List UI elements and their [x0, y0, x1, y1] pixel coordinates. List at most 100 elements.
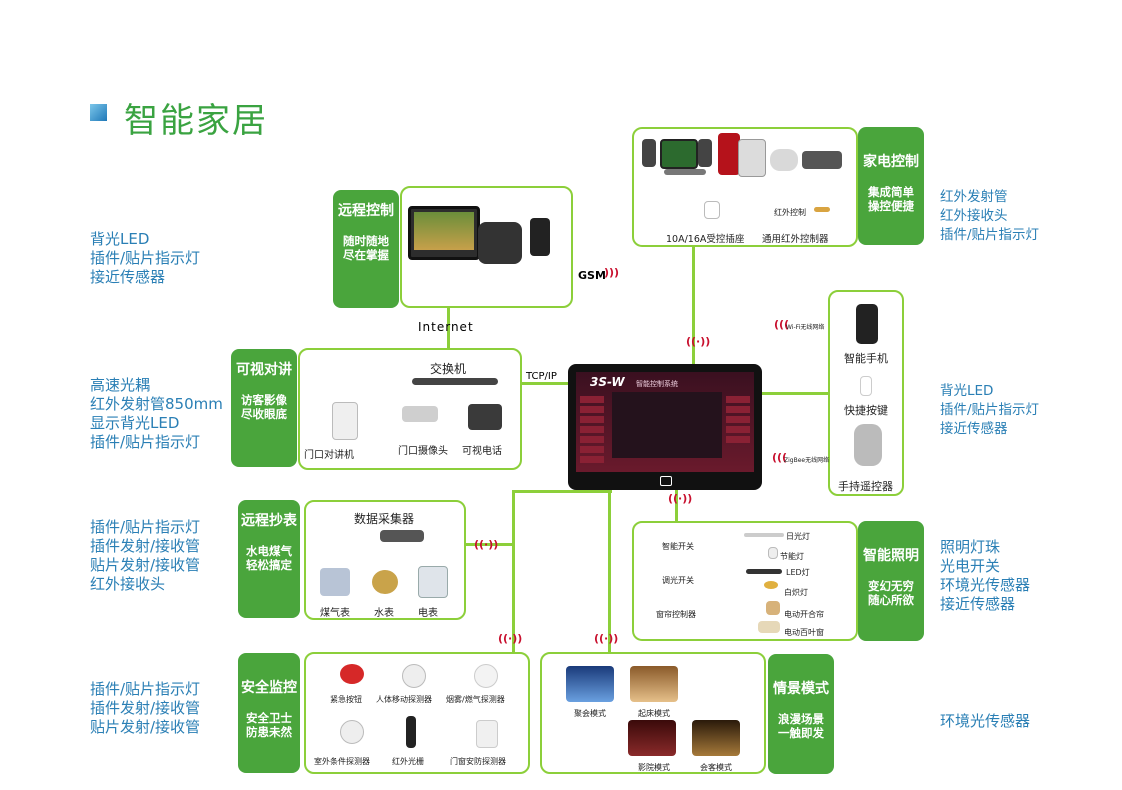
- door-window-sensor-icon: [476, 720, 498, 748]
- outdoor-detector-icon: [340, 720, 364, 744]
- home-button[interactable]: [660, 476, 672, 486]
- collector-label: 数据采集器: [354, 512, 415, 526]
- scene-item-label: 起床模式: [638, 709, 670, 718]
- party-mode-image: [566, 666, 614, 702]
- security-item-label: 人体移动探测器: [376, 695, 432, 704]
- electric-meter-icon: [418, 566, 448, 598]
- lamp-label: 白炽灯: [784, 588, 808, 597]
- security-item-label: 紧急按钮: [330, 695, 362, 704]
- cfl-lamp-icon: [768, 547, 778, 559]
- intercom-box: 交换机 门口对讲机 门口摄像头 可视电话: [298, 348, 522, 470]
- speaker-icon: [642, 139, 656, 167]
- ir-ctrl-label: 红外控制: [774, 208, 806, 217]
- gas-meter-label: 煤气表: [320, 608, 350, 619]
- connector-line: [520, 382, 570, 385]
- video-phone-label: 可视电话: [462, 446, 502, 457]
- left-note-3: 插件/贴片指示灯插件发射/接收管贴片发射/接收管红外接收头: [90, 518, 201, 593]
- ir-controller-icon: [814, 207, 830, 212]
- wireless-signal-icon: ((·)): [474, 538, 499, 551]
- gsm-signal-icon: ))): [604, 266, 620, 279]
- control-panel-screen[interactable]: 3S-W 智能控制系统: [568, 364, 762, 490]
- wireless-signal-icon: ((·)): [498, 632, 523, 645]
- remote-control-title: 远程控制: [338, 203, 394, 219]
- remote-control-tab: 远程控制 随时随地尽在掌握: [333, 190, 399, 308]
- scene-title: 情景模式: [773, 681, 829, 697]
- security-item-label: 红外光栅: [392, 757, 424, 766]
- wifi-label: Wi-Fi无线网络: [786, 324, 825, 331]
- cooker-icon: [770, 149, 798, 171]
- intercom-tab: 可视对讲 访客影像尽收眼底: [231, 349, 297, 467]
- tcpip-label: TCP/IP: [526, 371, 557, 382]
- quick-key-icon: [860, 376, 872, 396]
- fridge-icon: [718, 133, 740, 175]
- motion-detector-icon: [402, 664, 426, 688]
- blinds-label: 电动百叶窗: [784, 628, 824, 637]
- socket-label: 10A/16A受控插座: [666, 234, 745, 245]
- security-title: 安全监控: [241, 680, 297, 696]
- lamp-label: LED灯: [786, 568, 810, 577]
- door-camera-label: 门口摄像头: [398, 446, 448, 457]
- guest-mode-image: [692, 720, 740, 756]
- handheld-remote-label: 手持遥控器: [838, 480, 893, 493]
- smartphone-icon: [856, 304, 878, 344]
- lamp-label: 节能灯: [780, 552, 804, 561]
- socket-icon: [704, 201, 720, 219]
- appliance-slogan: 集成简单操控便捷: [868, 185, 914, 213]
- curtain-label: 电动开合帘: [784, 610, 824, 619]
- led-lamp-icon: [746, 569, 782, 574]
- right-note-1: 红外发射管红外接收头插件/贴片指示灯: [940, 189, 1040, 243]
- security-item-label: 室外条件探测器: [314, 757, 370, 766]
- wifi-signal-icon: (((: [774, 318, 790, 331]
- security-slogan: 安全卫士防患未然: [246, 711, 292, 739]
- speaker-icon: [698, 139, 712, 167]
- water-meter-label: 水表: [374, 608, 394, 619]
- appliance-title: 家电控制: [863, 154, 919, 170]
- intercom-title: 可视对讲: [236, 362, 292, 378]
- tv-icon: [660, 139, 698, 169]
- smart-switch-label: 智能开关: [662, 542, 694, 551]
- intercom-slogan: 访客影像尽收眼底: [241, 393, 287, 421]
- connector-line: [608, 490, 611, 653]
- title-square-icon: [90, 104, 107, 121]
- lamp-label: 日光灯: [786, 532, 810, 541]
- right-note-3: 照明灯珠光电开关环境光传感器接近传感器: [940, 538, 1031, 613]
- lighting-title: 智能照明: [863, 548, 919, 564]
- door-intercom-icon: [332, 402, 358, 440]
- gas-meter-icon: [320, 568, 350, 596]
- left-note-4: 插件/贴片指示灯插件发射/接收管贴片发射/接收管: [90, 680, 201, 736]
- collector-icon: [380, 530, 424, 542]
- screen-header: 智能控制系统: [636, 380, 678, 388]
- wireless-signal-icon: ((·)): [594, 632, 619, 645]
- scene-box: 聚会模式 起床模式 影院模式 会客模式: [540, 652, 766, 774]
- meter-box: 数据采集器 煤气表 水表 电表: [304, 500, 466, 620]
- right-note-4: 环境光传感器: [940, 712, 1031, 730]
- meter-title: 远程抄表: [241, 513, 297, 529]
- ir-controller-label: 通用红外控制器: [762, 234, 829, 245]
- curtain-icon: [766, 601, 780, 615]
- scene-item-label: 聚会模式: [574, 709, 606, 718]
- remote-control-slogan: 随时随地尽在掌握: [343, 234, 389, 262]
- mobile-control-box: 智能手机 快捷按键 手持遥控器: [828, 290, 904, 496]
- mobile-phone-icon: [530, 218, 550, 256]
- meter-tab: 远程抄表 水电煤气轻松搞定: [238, 500, 300, 618]
- connector-line: [447, 306, 450, 350]
- security-tab: 安全监控 安全卫士防患未然: [238, 653, 300, 773]
- electric-meter-label: 电表: [418, 608, 438, 619]
- laptop-icon: [408, 206, 480, 260]
- zigbee-signal-icon: (((: [772, 451, 788, 464]
- incandescent-lamp-icon: [764, 581, 778, 589]
- remote-control-box: [400, 186, 573, 308]
- screen-brand: 3S-W: [590, 375, 625, 389]
- connector-line: [465, 543, 515, 546]
- connector-line: [675, 488, 678, 523]
- camera-icon: [402, 406, 438, 422]
- connector-line: [692, 246, 695, 366]
- video-phone-icon: [468, 404, 502, 430]
- infrared-grating-icon: [406, 716, 416, 748]
- curtain-controller-label: 窗帘控制器: [656, 610, 696, 619]
- dvd-player-icon: [664, 169, 706, 175]
- blinds-icon: [758, 621, 780, 633]
